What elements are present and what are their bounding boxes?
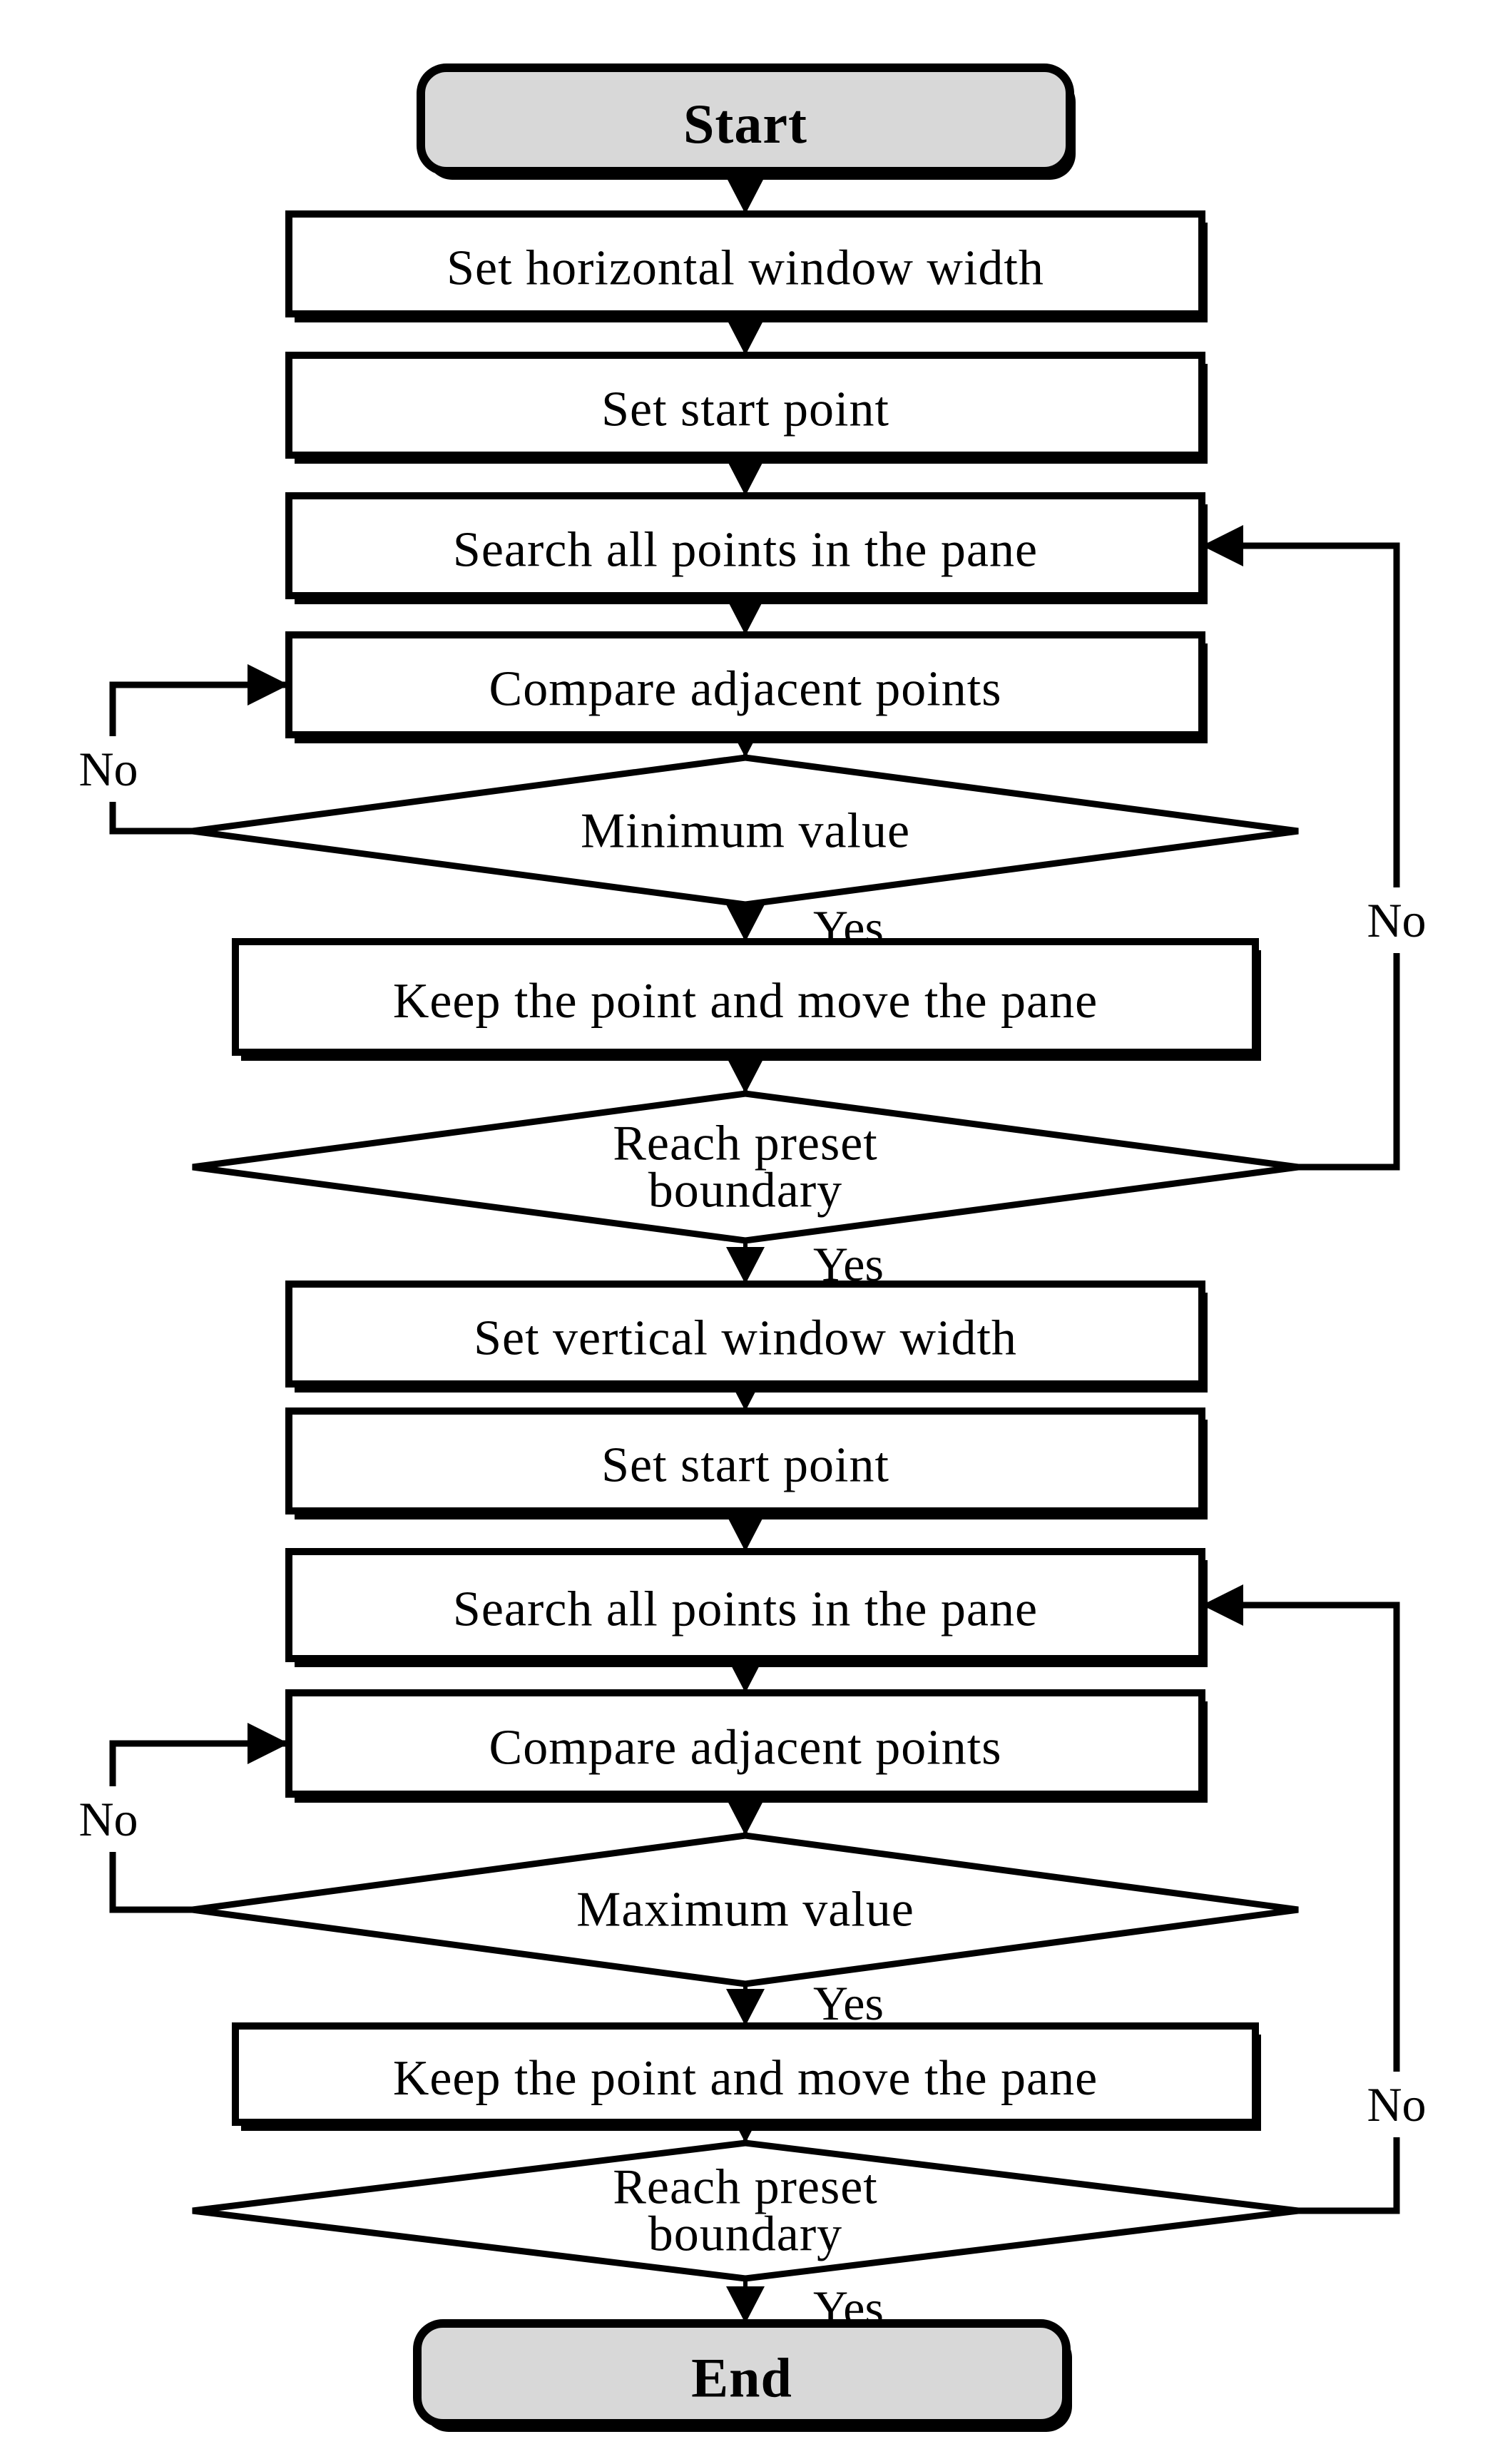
edge-label-yes: Yes (813, 1237, 884, 1291)
edge-label-no: No (1367, 893, 1426, 947)
edge-label-no: No (78, 742, 138, 796)
node-minimum-value: Minimum value (192, 754, 1299, 908)
reach-preset-boundary-2-label-line-0: Reach preset (613, 2160, 878, 2215)
set-start-point-1-shape (285, 352, 1205, 459)
edge-label-background (1347, 2072, 1447, 2137)
connector-line (1202, 1602, 1400, 2214)
arrowhead-down-icon (726, 318, 765, 355)
edge-label-group: No (58, 1786, 158, 1852)
node-compare-adjacent-points-2: Compare adjacent points (285, 1689, 1208, 1803)
edge-label-yes: Yes (813, 900, 884, 954)
node-set-horizontal-window-width: Set horizontal window width (285, 210, 1208, 322)
maximum-value-shape (192, 1832, 1299, 1987)
edge-maximum-value-to-keep-point-move-pane-2 (726, 1984, 765, 2026)
reach-preset-boundary-1-label-line-0: Reach preset (613, 1116, 878, 1171)
node-end: End (413, 2319, 1072, 2432)
edge-label-no: No (78, 1792, 138, 1846)
compare-adjacent-points-1-label: Compare adjacent points (489, 662, 1002, 717)
search-all-points-2-label: Search all points in the pane (453, 1582, 1038, 1637)
node-search-all-points-2: Search all points in the pane (285, 1548, 1208, 1667)
compare-adjacent-points-1-shape (285, 631, 1205, 738)
arrowhead-down-icon (726, 1247, 765, 1284)
set-horizontal-window-width-shape (285, 210, 1205, 317)
node-set-start-point-2: Set start point (285, 1407, 1208, 1519)
edge-label-group: Yes (813, 2281, 884, 2335)
search-all-points-1-shape (285, 492, 1205, 599)
start-shape (417, 63, 1074, 175)
node-keep-point-move-pane-2: Keep the point and move the pane (232, 2022, 1261, 2131)
edge-label-background (1347, 887, 1447, 953)
keep-point-move-pane-1-label: Keep the point and move the pane (393, 974, 1098, 1029)
arrowhead-down-icon (726, 459, 765, 496)
minimum-value-label: Minimum value (581, 804, 910, 859)
edge-label-group: Yes (813, 1237, 884, 1291)
node-keep-point-move-pane-1: Keep the point and move the pane (232, 938, 1261, 1061)
arrowhead-down-icon (726, 905, 765, 942)
node-set-start-point-1: Set start point (285, 352, 1208, 464)
edge-minimum-value-to-keep-point-move-pane-1 (726, 905, 765, 942)
edge-label-group: No (1347, 2072, 1447, 2137)
edge-label-group: Yes (813, 1976, 884, 2030)
edge-reach-preset-boundary-2-to-search-all-points-2 (1202, 1584, 1400, 2214)
arrowhead-right-icon (248, 1723, 289, 1764)
node-compare-adjacent-points-1: Compare adjacent points (285, 631, 1208, 743)
set-start-point-2-shape (285, 1407, 1205, 1514)
edge-label-group: Yes (813, 900, 884, 954)
compare-adjacent-points-2-label: Compare adjacent points (489, 1721, 1002, 1776)
arrowhead-down-icon (726, 2286, 765, 2323)
edge-label-group: No (1347, 887, 1447, 953)
keep-point-move-pane-1-shape (232, 938, 1259, 1056)
keep-point-move-pane-2-shape (232, 2022, 1259, 2126)
connector-line (1202, 542, 1400, 1171)
compare-adjacent-points-2-shape (285, 1689, 1205, 1798)
node-maximum-value: Maximum value (192, 1832, 1299, 1987)
set-vertical-window-width-label: Set vertical window width (474, 1311, 1017, 1366)
arrowhead-down-icon (726, 1989, 765, 2026)
arrowhead-down-icon (726, 1514, 765, 1552)
start-label: Start (683, 93, 807, 155)
edge-label-background (58, 736, 158, 802)
set-vertical-window-width-shape (285, 1281, 1205, 1388)
minimum-value-shape (192, 754, 1299, 908)
node-start: Start (417, 63, 1076, 180)
search-all-points-1-label: Search all points in the pane (453, 523, 1038, 578)
edge-reach-preset-boundary-1-to-search-all-points-1 (1202, 525, 1400, 1171)
edge-label-yes: Yes (813, 1976, 884, 2030)
edge-reach-preset-boundary-1-to-set-vertical-window-width (726, 1241, 765, 1284)
arrowhead-down-icon (726, 177, 765, 214)
edge-reach-preset-boundary-2-to-end (726, 2279, 765, 2323)
arrowhead-right-icon (248, 664, 289, 706)
end-shape (413, 2319, 1071, 2428)
reach-preset-boundary-2-shape (192, 2139, 1299, 2282)
arrowhead-down-icon (726, 1057, 765, 1094)
edge-label-no: No (1367, 2077, 1426, 2132)
arrowhead-down-icon (726, 598, 765, 635)
end-label: End (691, 2347, 792, 2409)
set-start-point-2-label: Set start point (601, 1438, 889, 1493)
reach-preset-boundary-2-label-line-1: boundary (648, 2207, 842, 2262)
maximum-value-label: Maximum value (576, 1883, 914, 1938)
arrowhead-left-icon (1202, 1584, 1243, 1626)
keep-point-move-pane-2-label: Keep the point and move the pane (393, 2051, 1098, 2106)
reach-preset-boundary-1-label-line-1: boundary (648, 1164, 842, 1218)
node-search-all-points-1: Search all points in the pane (285, 492, 1208, 604)
arrowhead-left-icon (1202, 525, 1243, 566)
edge-label-yes: Yes (813, 2281, 884, 2335)
set-start-point-1-label: Set start point (601, 382, 889, 437)
edge-label-group: No (58, 736, 158, 802)
search-all-points-2-shape (285, 1548, 1205, 1662)
reach-preset-boundary-1-shape (192, 1090, 1299, 1244)
set-horizontal-window-width-label: Set horizontal window width (447, 241, 1044, 296)
edge-label-background (58, 1786, 158, 1852)
arrowhead-down-icon (726, 1798, 765, 1836)
node-set-vertical-window-width: Set vertical window width (285, 1281, 1208, 1393)
